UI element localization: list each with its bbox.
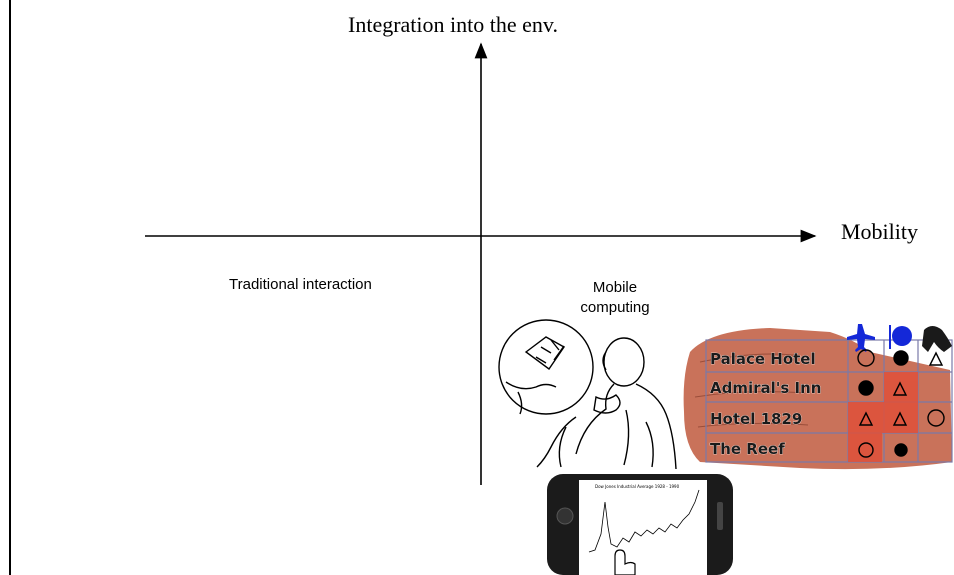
phone-chart-title: Dow Jones Industrial Average 1928 - 1990 [595, 484, 680, 489]
rating-symbols [857, 349, 945, 458]
phone-screen [579, 480, 707, 575]
hand-projection-display: Palace Hotel Admiral's Inn Hotel 1829 Th… [683, 324, 953, 470]
left-frame-border [9, 0, 11, 575]
plane-icon [847, 324, 875, 352]
smartphone-chart: Dow Jones Industrial Average 1928 - 1990 [547, 474, 733, 575]
row-label-2: Admiral's Inn [710, 379, 821, 397]
finger-pointer [614, 549, 636, 575]
row-label-1: Palace Hotel [710, 350, 816, 368]
traditional-interaction-label: Traditional interaction [229, 276, 372, 293]
row-label-3: Hotel 1829 [710, 410, 802, 428]
hand-shape [683, 328, 952, 470]
phone-chart-line [588, 489, 700, 553]
wearable-user-sketch [498, 319, 677, 470]
mobile-computing-label: Mobile computing [580, 279, 650, 316]
row-label-4: The Reef [710, 440, 785, 458]
y-axis-label: Integration into the env. [348, 12, 558, 37]
x-axis-label: Mobility [841, 219, 919, 244]
dining-icon [892, 326, 912, 346]
drinks-icon [922, 326, 952, 352]
